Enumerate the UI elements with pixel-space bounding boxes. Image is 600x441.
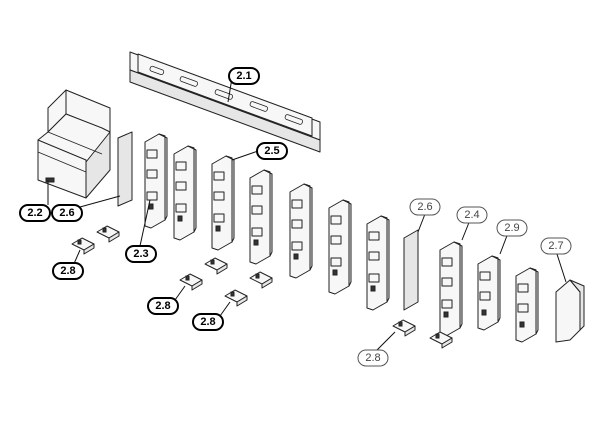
svg-text:2.7: 2.7 <box>548 240 563 252</box>
jumper-bridge <box>204 257 228 275</box>
callout-2-8: 2.8 <box>147 297 179 315</box>
callout-2-4-light: 2.4 <box>456 206 488 224</box>
enclosure-module <box>37 89 111 199</box>
terminal-block <box>515 267 539 343</box>
svg-text:2.1: 2.1 <box>236 70 251 82</box>
callout-2-7-light: 2.7 <box>540 237 572 255</box>
svg-text:2.5: 2.5 <box>264 145 279 157</box>
svg-text:2.8: 2.8 <box>365 352 380 364</box>
callout-2-6: 2.6 <box>51 204 83 222</box>
callout-2-8: 2.8 <box>52 262 84 280</box>
terminal-block <box>249 169 273 265</box>
svg-text:2.8: 2.8 <box>60 265 75 277</box>
din-rail <box>129 51 321 153</box>
terminal-block <box>289 183 313 279</box>
terminal-block <box>439 241 463 337</box>
terminal-block <box>173 145 197 241</box>
svg-text:2.6: 2.6 <box>417 201 432 213</box>
terminal-block <box>366 215 390 311</box>
terminal-block <box>144 133 168 229</box>
jumper-bridges <box>71 225 453 349</box>
svg-text:2.8: 2.8 <box>155 300 170 312</box>
terminal-blocks <box>144 133 539 343</box>
svg-text:2.9: 2.9 <box>504 222 519 234</box>
end-cap <box>555 279 585 343</box>
terminal-block <box>328 199 352 295</box>
jumper-bridge <box>96 225 120 243</box>
end-plate-left <box>117 131 133 207</box>
callout-2-2: 2.2 <box>19 204 51 222</box>
terminal-block <box>477 255 501 331</box>
svg-text:2.4: 2.4 <box>464 209 479 221</box>
callout-2-6-light: 2.6 <box>409 198 441 216</box>
svg-text:2.6: 2.6 <box>59 207 74 219</box>
callout-2-1: 2.1 <box>228 67 260 85</box>
svg-text:2.3: 2.3 <box>133 248 148 260</box>
end-plate-right <box>403 229 419 311</box>
jumper-bridge <box>429 331 453 349</box>
jumper-bridge <box>179 273 203 291</box>
jumper-bridge <box>392 319 416 337</box>
callout-2-8-light: 2.8 <box>357 349 389 367</box>
callout-2-9-light: 2.9 <box>496 219 528 237</box>
callout-2-5: 2.5 <box>256 142 288 160</box>
svg-text:2.2: 2.2 <box>27 207 42 219</box>
callout-2-8: 2.8 <box>192 313 224 331</box>
jumper-bridge <box>224 289 248 307</box>
jumper-bridge <box>249 271 273 289</box>
terminal-block <box>211 155 235 251</box>
jumper-bridge <box>71 237 95 255</box>
svg-text:2.8: 2.8 <box>200 316 215 328</box>
callout-2-3: 2.3 <box>125 245 157 263</box>
callouts: 2.1 2.5 2.2 2.6 2.8 2.3 2.8 2.8 <box>19 67 572 367</box>
